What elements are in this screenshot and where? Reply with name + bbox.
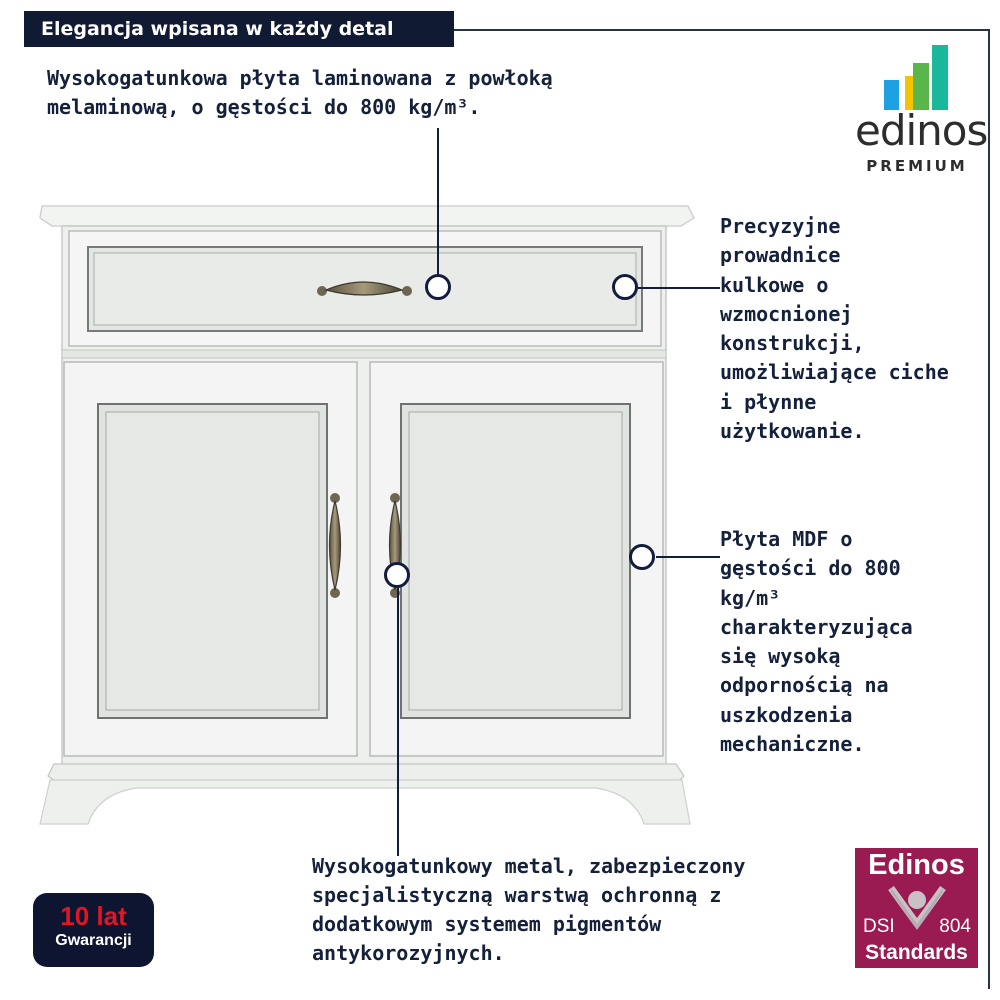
logo-wordmark: edinos bbox=[855, 106, 988, 155]
note-line: antykorozyjnych. bbox=[312, 941, 505, 965]
note-line: i płynne bbox=[720, 389, 817, 414]
standards-number: 804 bbox=[939, 916, 971, 937]
callout-line-metal bbox=[397, 588, 399, 856]
drawer-handle bbox=[317, 281, 412, 296]
note-line: melaminową, o gęstości do 800 kg/m³. bbox=[47, 95, 481, 119]
callout-line-slides bbox=[638, 287, 720, 289]
note-line: uszkodzenia bbox=[720, 702, 853, 727]
note-line: dodatkowym systemem pigmentów bbox=[312, 912, 662, 936]
cabinet-top bbox=[39, 205, 695, 227]
note-line: konstrukcji, bbox=[720, 331, 865, 356]
note-line: mechaniczne. bbox=[720, 732, 865, 757]
header-title: Elegancja wpisana w każdy detal bbox=[24, 11, 454, 47]
note-line: charakteryzująca bbox=[720, 614, 913, 639]
note-line: się wysoką bbox=[720, 644, 841, 669]
logo-premium: PREMIUM bbox=[866, 157, 968, 175]
callout-dot-metal[interactable] bbox=[384, 562, 410, 588]
callout-dot-mdf[interactable] bbox=[629, 544, 655, 570]
door-handle-left bbox=[328, 493, 342, 598]
cabinet-plinth bbox=[47, 763, 685, 781]
logo-bar-4 bbox=[932, 45, 948, 110]
note-line: Płyta MDF o bbox=[720, 527, 853, 551]
note-mdf: Płyta MDF o gęstości do 800 kg/m³ charak… bbox=[720, 525, 990, 759]
check-mark-icon bbox=[888, 885, 946, 930]
standards-label: Standards bbox=[865, 941, 968, 964]
note-line: specjalistyczną warstwą ochronną z bbox=[312, 883, 722, 907]
callout-dot-slides[interactable] bbox=[612, 274, 638, 300]
note-line: prowadnice bbox=[720, 243, 841, 268]
note-line: Wysokogatunkowy metal, zabezpieczony bbox=[312, 854, 746, 878]
callout-dot-laminate[interactable] bbox=[425, 274, 451, 300]
warranty-years: 10 lat bbox=[60, 901, 127, 931]
warranty-label: Gwarancji bbox=[55, 932, 132, 949]
note-line: kg/m³ bbox=[720, 585, 781, 610]
note-line: Precyzyjne bbox=[720, 214, 841, 238]
callout-line-laminate bbox=[437, 128, 439, 276]
note-line: umożliwiające ciche bbox=[720, 360, 949, 385]
frame-right-line bbox=[988, 29, 990, 989]
frame-top-line bbox=[454, 29, 989, 31]
standards-badge: Edinos DSI 804 Standards bbox=[855, 848, 978, 968]
note-drawer-slides: Precyzyjne prowadnice kulkowe o wzmocnio… bbox=[720, 212, 990, 446]
note-laminate: Wysokogatunkowa płyta laminowana z powło… bbox=[47, 64, 687, 122]
standards-dsi: DSI bbox=[863, 916, 895, 937]
cabinet-base bbox=[39, 779, 691, 825]
note-line: wzmocnionej bbox=[720, 301, 853, 326]
logo-bar-1 bbox=[884, 80, 899, 110]
note-line: kulkowe o bbox=[720, 272, 829, 297]
callout-line-mdf bbox=[656, 556, 720, 558]
cabinet-illustration bbox=[39, 205, 695, 825]
note-line: użytkowanie. bbox=[720, 419, 865, 444]
logo-bar-3 bbox=[913, 63, 929, 110]
note-line: gęstości do 800 bbox=[720, 556, 901, 581]
warranty-badge: 10 lat Gwarancji bbox=[33, 893, 154, 967]
note-line: Wysokogatunkowa płyta laminowana z powło… bbox=[47, 66, 553, 90]
standards-brand: Edinos bbox=[868, 849, 965, 881]
note-metal: Wysokogatunkowy metal, zabezpieczony spe… bbox=[312, 852, 872, 968]
note-line: odpornością na bbox=[720, 673, 889, 698]
